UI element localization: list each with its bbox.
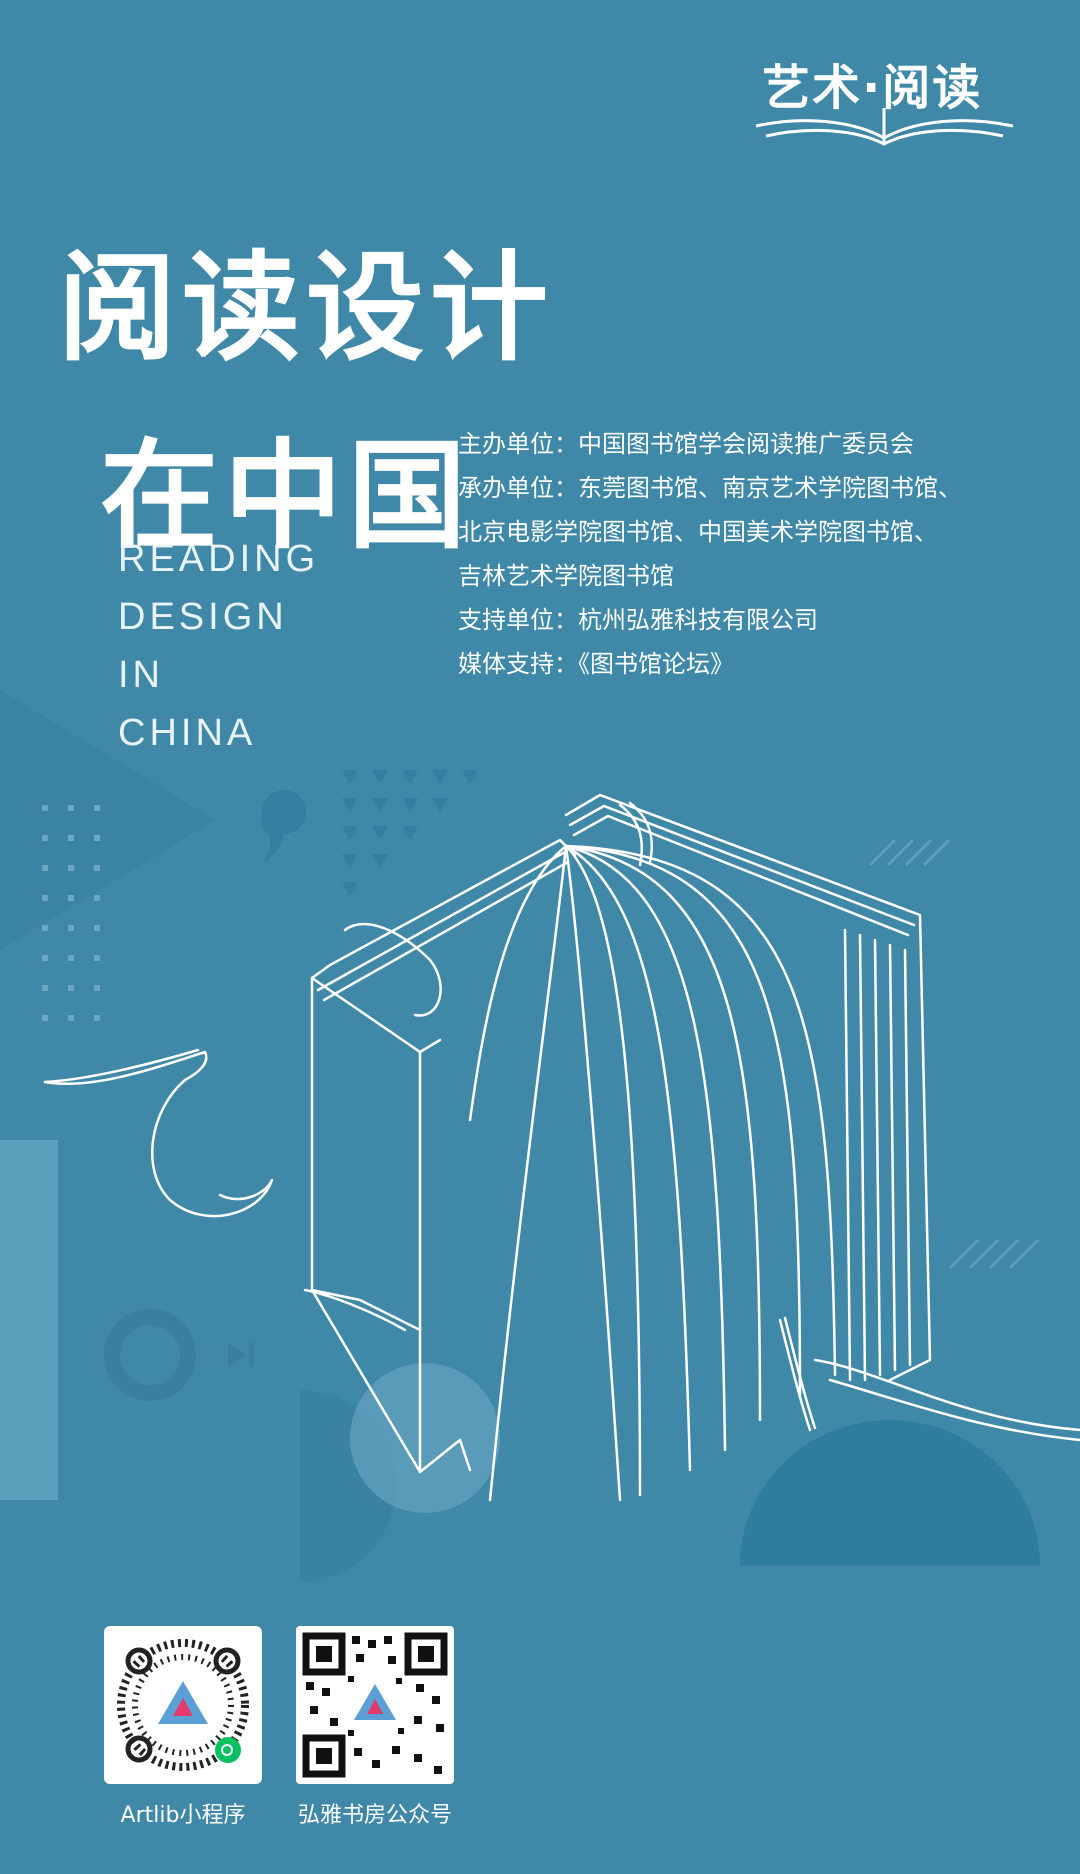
info-line-organizers: 承办单位：东莞图书馆、南京艺术学院图书馆、 bbox=[458, 474, 962, 502]
mini-program-label: Artlib小程序 bbox=[120, 1803, 246, 1828]
organizer-info: 主办单位：中国图书馆学会阅读推广委员会 承办单位：东莞图书馆、南京艺术学院图书馆… bbox=[458, 422, 962, 686]
triangle-shape bbox=[0, 690, 215, 950]
main-title-line-1: 阅读设计 bbox=[58, 239, 555, 377]
english-title-word: IN bbox=[118, 654, 164, 696]
english-title-word: READING bbox=[118, 538, 320, 580]
qr-code[interactable] bbox=[296, 1626, 454, 1784]
info-line-support: 支持单位：杭州弘雅科技有限公司 bbox=[458, 606, 818, 634]
info-line-media: 媒体支持：《图书馆论坛》 bbox=[458, 650, 734, 678]
vertical-bar-shape bbox=[0, 1140, 58, 1500]
qr-code-icon bbox=[302, 1632, 448, 1778]
hatch-lines bbox=[868, 838, 1040, 1270]
english-title-word: DESIGN bbox=[118, 596, 288, 638]
official-account-label: 弘雅书房公众号 bbox=[297, 1803, 452, 1828]
brand-logo: 艺术·阅读 bbox=[762, 60, 983, 116]
english-title: READING DESIGN IN CHINA bbox=[118, 530, 319, 762]
mini-program-code-icon bbox=[117, 1639, 249, 1771]
dot-grid bbox=[42, 805, 100, 1021]
triangle-pattern bbox=[342, 770, 478, 896]
english-title-word: CHINA bbox=[118, 712, 257, 754]
info-line-organizers-cont-2: 吉林艺术学院图书馆 bbox=[458, 562, 674, 590]
comma-shape bbox=[261, 790, 306, 864]
info-line-organizers-cont: 北京电影学院图书馆、中国美术学院图书馆、 bbox=[458, 518, 938, 546]
ring-shape bbox=[104, 1309, 196, 1401]
mini-program-code[interactable] bbox=[104, 1626, 262, 1784]
dome-shape bbox=[740, 1420, 1040, 1565]
main-title-line-2: 在中国 bbox=[100, 427, 473, 565]
open-book-icon bbox=[755, 108, 1014, 146]
circle-shape bbox=[350, 1363, 500, 1513]
play-icon bbox=[228, 1343, 246, 1367]
info-line-host: 主办单位：中国图书馆学会阅读推广委员会 bbox=[458, 430, 914, 458]
